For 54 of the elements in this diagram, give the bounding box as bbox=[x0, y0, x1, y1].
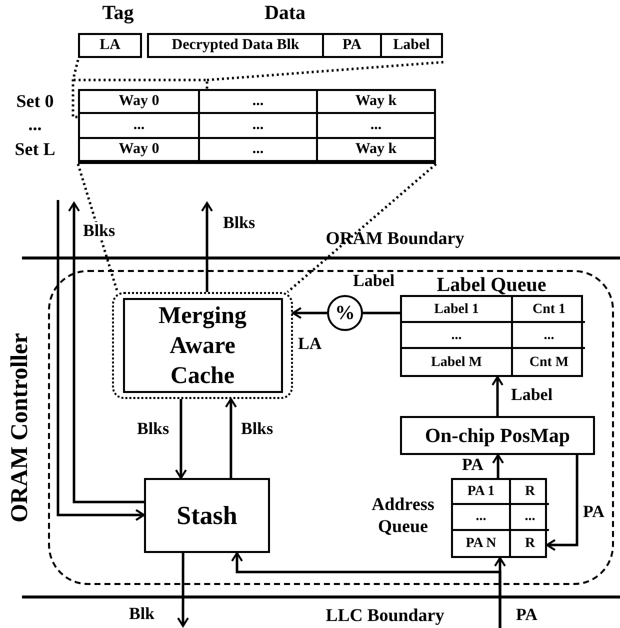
edge-label: Blks bbox=[136, 420, 170, 437]
table-heading: Address Queue bbox=[370, 494, 436, 538]
queue-entry-cell: Label 1 bbox=[402, 297, 513, 323]
component-box: Stash bbox=[144, 478, 270, 553]
region-title: ORAM Controller bbox=[6, 332, 34, 522]
arrow bbox=[201, 202, 213, 292]
table-heading: Label Queue bbox=[436, 273, 548, 298]
edge-label: LA bbox=[297, 335, 323, 352]
queue-entry-cell: ... bbox=[513, 323, 585, 349]
queue-entry-cell: Label M bbox=[402, 349, 513, 375]
zoom-outline bbox=[112, 292, 293, 399]
edge-label: Blks bbox=[82, 222, 116, 239]
queue-entry-cell: PA N bbox=[453, 530, 511, 556]
edge-label: PA bbox=[515, 606, 538, 623]
queue-entry-cell: ... bbox=[402, 323, 513, 349]
queue-entry-cell-text: R bbox=[524, 534, 536, 553]
tag-field-cell: LA bbox=[78, 33, 142, 58]
set-label: Set 0 bbox=[15, 90, 55, 112]
queue-entry-cell: R bbox=[511, 480, 549, 506]
zoom-line bbox=[76, 164, 119, 292]
arrow bbox=[174, 399, 187, 479]
arrow bbox=[492, 454, 504, 478]
arrow bbox=[546, 455, 578, 551]
arrow bbox=[56, 200, 145, 521]
boundary-label: LLC Boundary bbox=[324, 604, 446, 627]
data-field-cell: Label bbox=[380, 33, 443, 58]
zoom-line bbox=[286, 163, 437, 293]
arrow bbox=[231, 552, 502, 628]
arrow bbox=[492, 376, 504, 416]
cache-box: Merging Aware Cache bbox=[122, 298, 282, 393]
boundary-label: ORAM Boundary bbox=[324, 226, 466, 250]
arrow bbox=[68, 202, 144, 504]
column-heading: Data bbox=[263, 1, 307, 26]
edge-label: PA bbox=[582, 503, 606, 520]
queue-entry-cell: Cnt 1 bbox=[513, 297, 585, 323]
column-heading: Tag bbox=[101, 1, 135, 26]
edge-label: Blk bbox=[128, 605, 156, 622]
queue-entry-cell: ... bbox=[453, 505, 511, 531]
edge-label: Blks bbox=[222, 214, 256, 231]
data-field-cell: Decrypted Data Blk bbox=[147, 33, 324, 58]
ellipsis: ... bbox=[27, 113, 43, 136]
data-field-cell: PA bbox=[322, 33, 382, 58]
edge-label: Label bbox=[510, 386, 554, 403]
edge-label: PA bbox=[461, 456, 484, 473]
edge-label: Blks bbox=[240, 420, 274, 437]
set-label: Set L bbox=[14, 138, 56, 161]
queue-entry-cell: ... bbox=[511, 505, 549, 531]
edge-label: Label bbox=[352, 272, 396, 289]
arrow bbox=[177, 553, 189, 627]
arrow bbox=[292, 307, 327, 319]
queue-entry-cell-text: Cnt M bbox=[528, 354, 570, 372]
arrow bbox=[224, 398, 237, 478]
component-box: On-chip PosMap bbox=[400, 416, 595, 455]
queue-entry-cell: PA 1 bbox=[453, 480, 511, 506]
